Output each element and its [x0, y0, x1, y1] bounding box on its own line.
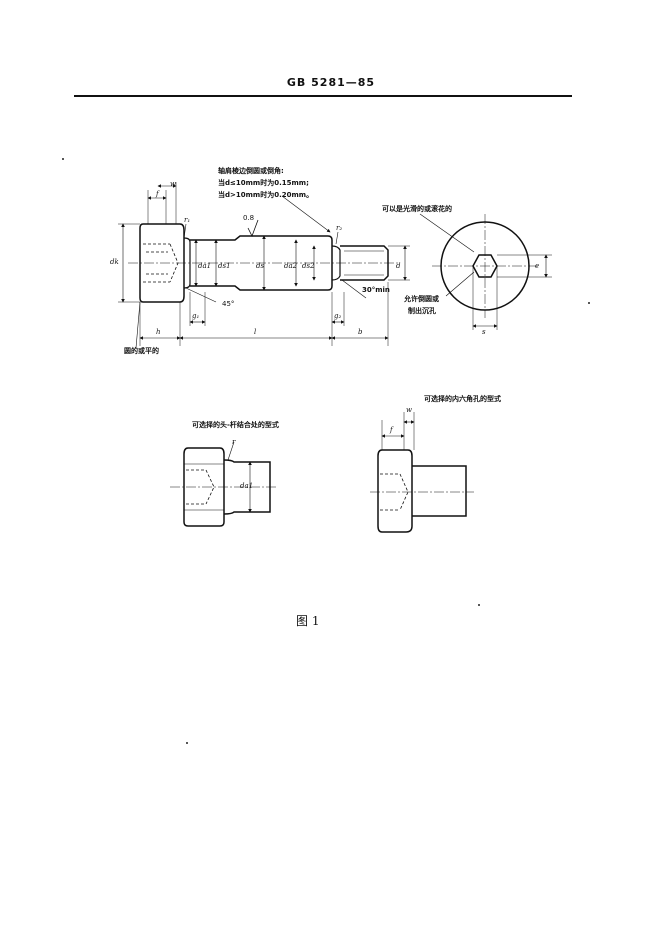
- roughness-label: 0.8: [243, 214, 255, 222]
- detail-left-view: [170, 441, 276, 527]
- bolt-end-view: [419, 213, 552, 330]
- header-rule: [74, 95, 572, 97]
- bolt-side-view: [118, 182, 410, 349]
- dim-dk: dk: [110, 258, 119, 266]
- detail-right-title: 可选择的内六角孔的型式: [424, 395, 501, 403]
- dim-ds: ds: [256, 262, 265, 270]
- detail-left-r: r: [232, 438, 236, 446]
- detail-left-title: 可选择的头-杆结合处的型式: [192, 421, 279, 429]
- dim-da1: da1: [198, 262, 212, 270]
- dim-g1: g₁: [192, 312, 200, 320]
- scan-speck: [478, 604, 480, 606]
- surface-note: 可以是光滑的或滚花的: [382, 205, 452, 213]
- detail-right-view: [370, 412, 474, 533]
- dim-d: d: [396, 262, 401, 270]
- dim-b: b: [358, 328, 363, 336]
- edge-note-line2: 当d≤10mm时为0.15mm;: [218, 179, 309, 187]
- detail-right-w: w: [406, 406, 412, 414]
- scan-speck: [62, 158, 64, 160]
- dim-e: e: [535, 262, 540, 270]
- hex-note-line2: 制出沉孔: [408, 307, 436, 315]
- edge-note-line1: 轴肩棱边倒圆或倒角:: [218, 167, 284, 175]
- dim-w: w: [170, 180, 176, 188]
- dim-f: f: [156, 190, 159, 198]
- edge-note-line3: 当d>10mm时为0.20mm。: [218, 191, 314, 199]
- dim-ds2: ds2: [302, 262, 315, 270]
- dim-l: l: [254, 328, 257, 336]
- detail-right-f: f: [390, 426, 393, 434]
- scan-speck: [186, 742, 188, 744]
- dim-h: h: [156, 328, 161, 336]
- dim-ds1: ds1: [218, 262, 231, 270]
- figure-caption: 图 1: [296, 614, 320, 628]
- roughness-symbol: [247, 219, 259, 237]
- angle-45-label: 45°: [222, 300, 235, 308]
- page-header-title: GB 5281—85: [286, 76, 376, 89]
- dim-s: s: [482, 328, 486, 336]
- scan-speck: [588, 302, 590, 304]
- hex-note-line1: 允许倒圆或: [404, 295, 439, 303]
- detail-left-da1: da1: [240, 482, 254, 490]
- dim-r2: r₂: [336, 224, 343, 232]
- dim-da2: da2: [284, 262, 298, 270]
- round-flat-note: 圆的或平的: [124, 347, 159, 355]
- dim-r1: r₁: [184, 216, 191, 224]
- dim-g2: g₂: [334, 312, 342, 320]
- angle-30-label: 30°min: [362, 286, 390, 294]
